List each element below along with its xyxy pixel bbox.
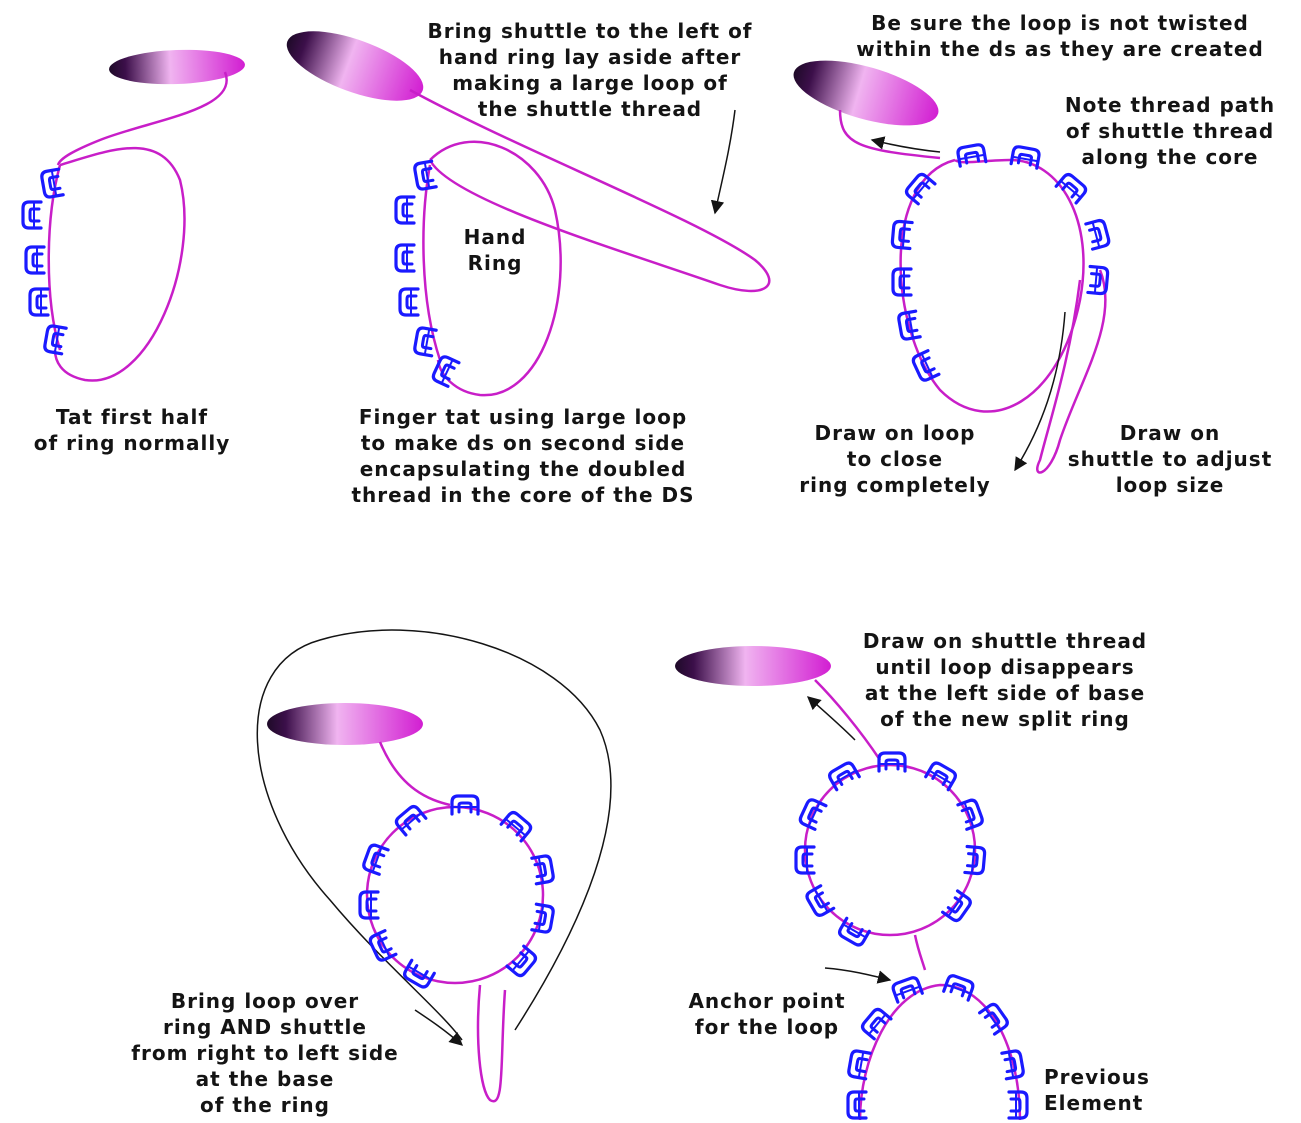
caption-draw-on-shuttle: Draw on shuttle to adjust loop size xyxy=(1050,420,1290,498)
caption-line: of shuttle thread xyxy=(1045,118,1295,144)
caption-line: Draw on loop xyxy=(780,420,1010,446)
caption-line: at the left side of base xyxy=(830,680,1180,706)
shuttle-icon-1 xyxy=(108,48,245,87)
ring-thread-1 xyxy=(55,148,184,380)
caption-line: to make ds on second side xyxy=(318,430,728,456)
shuttle-thread-4 xyxy=(380,742,450,805)
label-hand-ring: Hand Ring xyxy=(455,224,535,276)
caption-line: to close xyxy=(780,446,1010,472)
caption-line: Element xyxy=(1044,1090,1184,1116)
caption-previous-element: Previous Element xyxy=(1044,1064,1184,1116)
caption-draw-on-shuttle-thread: Draw on shuttle thread until loop disapp… xyxy=(830,628,1180,732)
loop-over-ring xyxy=(257,630,611,1040)
caption-tat-first-half: Tat first half of ring normally xyxy=(22,404,242,456)
caption-line: Be sure the loop is not twisted xyxy=(830,10,1290,36)
caption-loop-not-twisted: Be sure the loop is not twisted within t… xyxy=(830,10,1290,62)
caption-line: Previous xyxy=(1044,1064,1184,1090)
previous-element-ring xyxy=(848,974,1027,1120)
caption-anchor-point: Anchor point for the loop xyxy=(672,988,862,1040)
caption-line: ring completely xyxy=(780,472,1010,498)
caption-line: along the core xyxy=(1045,144,1295,170)
ring-icon-5-stitches xyxy=(796,753,985,947)
caption-line: thread in the core of the DS xyxy=(318,482,728,508)
caption-line: Anchor point xyxy=(672,988,862,1014)
caption-line: of the new split ring xyxy=(830,706,1180,732)
shuttle-thread-1 xyxy=(58,72,227,165)
caption-line: Draw on shuttle thread xyxy=(830,628,1180,654)
caption-note-thread-path: Note thread path of shuttle thread along… xyxy=(1045,92,1295,170)
ring-icon-4-stitches xyxy=(360,796,554,989)
caption-line: of the ring xyxy=(100,1092,430,1118)
ring-icon-2-stitches xyxy=(396,161,459,386)
tail-4 xyxy=(478,985,505,1101)
caption-line: Ring xyxy=(455,250,535,276)
caption-line: Bring shuttle to the left of xyxy=(400,18,780,44)
caption-line: hand ring lay aside after xyxy=(400,44,780,70)
caption-line: at the base xyxy=(100,1066,430,1092)
caption-line: ring AND shuttle xyxy=(100,1014,430,1040)
caption-bring-loop-over: Bring loop over ring AND shuttle from ri… xyxy=(100,988,430,1118)
caption-line: from right to left side xyxy=(100,1040,430,1066)
ring-icon-1-stitches xyxy=(23,169,66,354)
panel-1-diagram xyxy=(23,48,246,381)
shuttle-icon-4 xyxy=(267,703,423,745)
caption-line: Note thread path xyxy=(1045,92,1295,118)
caption-line: the shuttle thread xyxy=(400,96,780,122)
arrow-icon-2 xyxy=(715,110,735,213)
arrow-icon-5b xyxy=(825,968,890,980)
caption-finger-tat: Finger tat using large loop to make ds o… xyxy=(318,404,728,508)
caption-line: Finger tat using large loop xyxy=(318,404,728,430)
caption-line: Bring loop over xyxy=(100,988,430,1014)
caption-line: loop size xyxy=(1050,472,1290,498)
caption-draw-on-loop: Draw on loop to close ring completely xyxy=(780,420,1010,498)
caption-line: until loop disappears xyxy=(830,654,1180,680)
anchor-thread xyxy=(915,935,925,970)
caption-line: Hand xyxy=(455,224,535,250)
caption-bring-shuttle: Bring shuttle to the left of hand ring l… xyxy=(400,18,780,122)
caption-line: Tat first half xyxy=(22,404,242,430)
caption-line: within the ds as they are created xyxy=(830,36,1290,62)
caption-line: of ring normally xyxy=(22,430,242,456)
caption-line: encapsulating the doubled xyxy=(318,456,728,482)
shuttle-icon-5 xyxy=(675,646,831,686)
caption-line: for the loop xyxy=(672,1014,862,1040)
caption-line: Draw on xyxy=(1050,420,1290,446)
caption-line: shuttle to adjust xyxy=(1050,446,1290,472)
caption-line: making a large loop of xyxy=(400,70,780,96)
